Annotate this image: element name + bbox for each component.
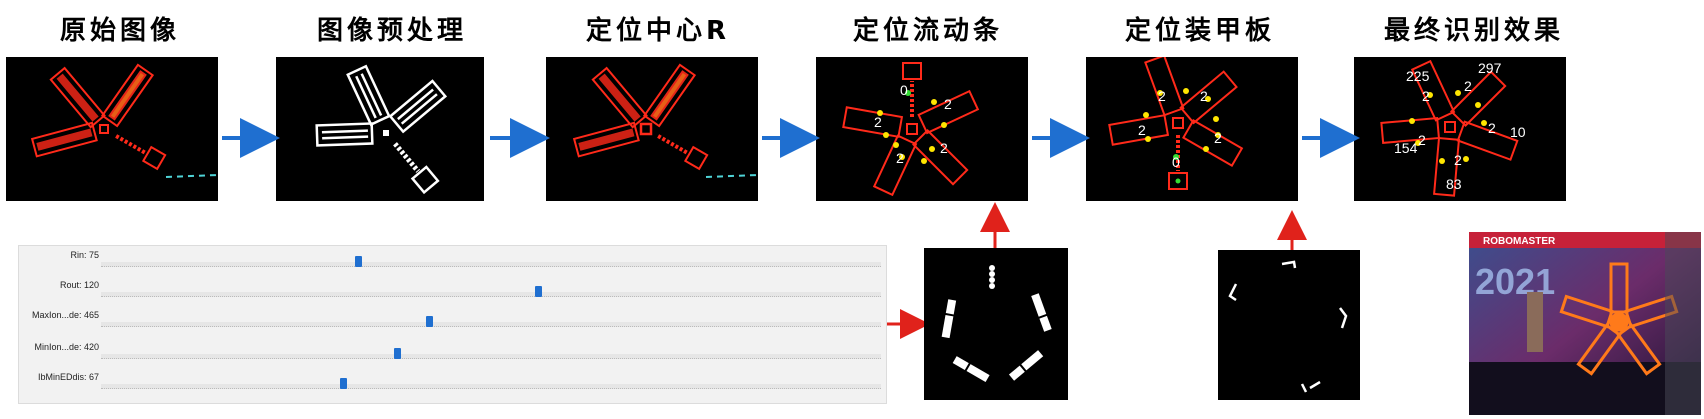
slider-label: MaxIon...de: 465 bbox=[31, 310, 99, 320]
final-label-83: 83 bbox=[1446, 176, 1462, 192]
final-result-panel: 225 297 2 2 2 10 154 2 83 2 bbox=[1354, 57, 1566, 201]
stage-title-armor: 定位装甲板 bbox=[1124, 16, 1275, 46]
slider-track[interactable] bbox=[101, 354, 881, 359]
stage-title-center: 定位中心R bbox=[585, 16, 731, 46]
stage-title-flowbar: 定位流动条 bbox=[852, 16, 1003, 46]
armor-label-0: 2 bbox=[1158, 88, 1166, 104]
slider-handle[interactable] bbox=[339, 378, 347, 389]
stage-title-preprocess: 图像预处理 bbox=[316, 16, 467, 46]
flowbar-image-panel: 0 2 2 2 2 bbox=[816, 57, 1028, 201]
armor-label-4: 0 bbox=[1172, 154, 1180, 170]
flow-label-4: 2 bbox=[940, 140, 948, 156]
slider-label: IbMinEDdis: 67 bbox=[37, 372, 99, 382]
armor-label-1: 2 bbox=[1200, 88, 1208, 104]
slider-row[interactable]: Rout: 120 bbox=[19, 280, 886, 300]
slider-track[interactable] bbox=[101, 262, 881, 267]
slider-row[interactable]: MinIon...de: 420 bbox=[19, 342, 886, 362]
flowbar-mask-panel bbox=[924, 248, 1068, 400]
slider-handle[interactable] bbox=[355, 256, 363, 267]
slider-handle[interactable] bbox=[394, 348, 402, 359]
final-label-2b: 2 bbox=[1464, 78, 1472, 94]
final-label-154: 154 bbox=[1394, 140, 1418, 156]
slider-row[interactable]: IbMinEDdis: 67 bbox=[19, 372, 886, 392]
final-label-2e: 2 bbox=[1418, 132, 1426, 148]
flow-label-3: 2 bbox=[896, 150, 904, 166]
flow-label-2: 2 bbox=[874, 114, 882, 130]
slider-row[interactable]: MaxIon...de: 465 bbox=[19, 310, 886, 330]
slider-row[interactable]: Rin: 75 bbox=[19, 250, 886, 270]
slider-track[interactable] bbox=[101, 322, 881, 327]
parameter-slider-panel: Rin: 75 Rout: 120 MaxIon...de: 465 MinIo… bbox=[18, 245, 887, 404]
armor-image-panel: 2 2 2 2 0 bbox=[1086, 57, 1298, 201]
brand-text: ROBOMASTER bbox=[1483, 236, 1556, 247]
slider-track[interactable] bbox=[101, 384, 881, 389]
final-label-10: 10 bbox=[1510, 124, 1526, 140]
slider-handle[interactable] bbox=[425, 316, 433, 327]
armor-label-2: 2 bbox=[1138, 122, 1146, 138]
final-label-2d: 2 bbox=[1454, 152, 1462, 168]
original-image-panel bbox=[6, 57, 218, 201]
slider-track[interactable] bbox=[101, 292, 881, 297]
slider-label: Rout: 120 bbox=[59, 280, 99, 290]
preprocess-image-panel bbox=[276, 57, 484, 201]
year-text: 2021 bbox=[1475, 261, 1555, 302]
final-label-2a: 2 bbox=[1422, 88, 1430, 104]
final-label-297: 297 bbox=[1478, 60, 1502, 76]
slider-handle[interactable] bbox=[534, 286, 542, 297]
flow-label-1: 2 bbox=[944, 96, 952, 112]
slider-label: MinIon...de: 420 bbox=[34, 342, 99, 352]
competition-photo: ROBOMASTER 2021 bbox=[1469, 232, 1701, 415]
armor-label-3: 2 bbox=[1214, 130, 1222, 146]
final-label-2c: 2 bbox=[1488, 120, 1496, 136]
center-r-image-panel bbox=[546, 57, 758, 201]
stage-title-original: 原始图像 bbox=[59, 16, 180, 46]
stage-title-final: 最终识别效果 bbox=[1383, 16, 1564, 46]
final-label-225: 225 bbox=[1406, 68, 1430, 84]
flow-label-0: 0 bbox=[900, 82, 908, 98]
armor-mask-panel bbox=[1218, 250, 1360, 400]
slider-label: Rin: 75 bbox=[70, 250, 99, 260]
